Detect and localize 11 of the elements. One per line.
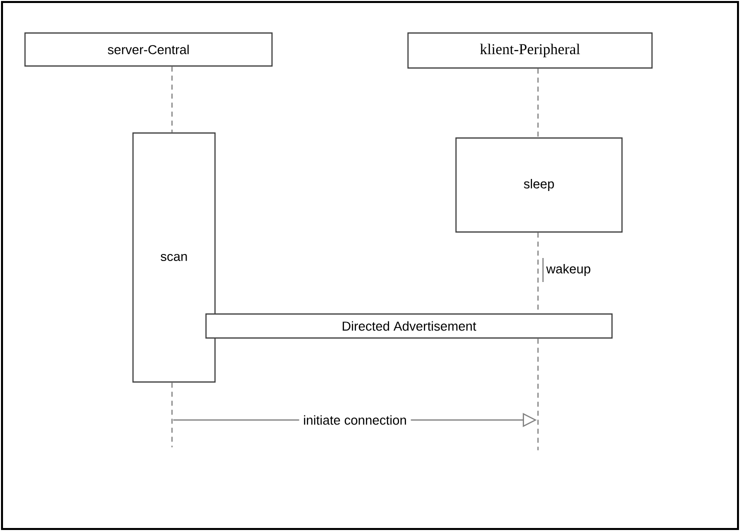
lifeline — [171, 382, 173, 448]
event-label: wakeup — [546, 264, 590, 276]
activation-box: sleep — [455, 137, 623, 233]
lifeline — [171, 66, 173, 132]
activation-box: scan — [132, 132, 216, 383]
lifeline-header: server-Central — [24, 32, 273, 67]
lifeline — [537, 68, 539, 138]
lifeline-header: klient-Peripheral — [407, 32, 653, 69]
lifeline — [537, 338, 539, 450]
edge-label: initiate connection — [299, 411, 411, 429]
message-box: Directed Advertisement — [205, 313, 613, 339]
